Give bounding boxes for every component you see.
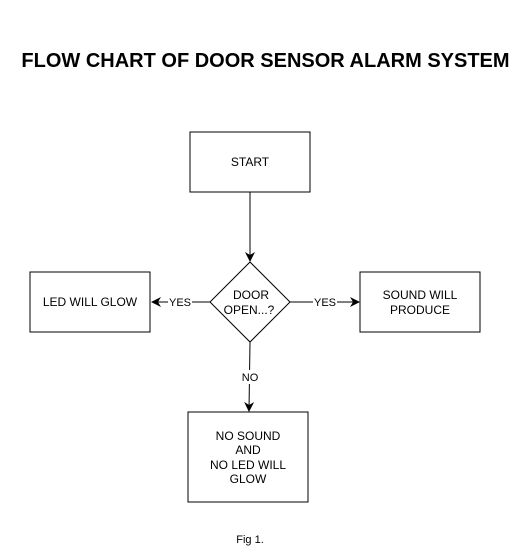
node-none-line-4: GLOW <box>230 472 267 486</box>
node-none-line-1: NO SOUND <box>216 429 281 443</box>
node-sound: SOUND WILL PRODUCE <box>359 271 481 333</box>
edge-label-yes-led: YES <box>169 297 191 309</box>
figure-caption: Fig 1. <box>236 534 264 546</box>
edge-label-bg-none <box>239 370 261 384</box>
edge-label-yes-sound: YES <box>314 297 336 309</box>
node-led-label: LED WILL GLOW <box>43 295 138 309</box>
node-none: NO SOUND AND NO LED WILL GLOW <box>187 411 309 503</box>
node-none-line-3: NO LED WILL <box>210 458 286 472</box>
node-decision-line-1: DOOR <box>233 288 269 302</box>
node-start-label: START <box>231 155 270 169</box>
node-led: LED WILL GLOW <box>29 271 151 333</box>
node-decision-line-2: OPEN...? <box>224 303 275 317</box>
node-decision: DOOR OPEN...? <box>209 261 291 343</box>
page-title: FLOW CHART OF DOOR SENSOR ALARM SYSTEM <box>21 50 510 72</box>
node-start: START <box>189 131 311 193</box>
node-sound-line-1: SOUND WILL <box>383 288 458 302</box>
node-none-line-2: AND <box>235 443 261 457</box>
node-sound-line-2: PRODUCE <box>390 303 450 317</box>
edge-label-bg-led <box>168 295 192 309</box>
edge-label-bg-sound <box>313 295 337 309</box>
edge-label-no: NO <box>242 372 259 384</box>
